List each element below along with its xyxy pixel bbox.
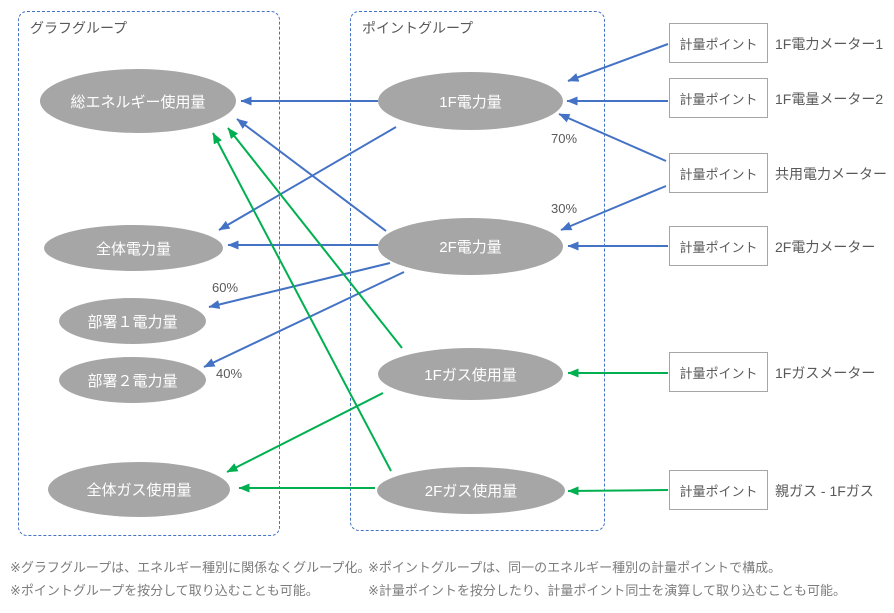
arrow-meter-1-to-f1-power bbox=[567, 43, 669, 82]
arrow-f2-power-to-total-energy bbox=[236, 118, 387, 232]
node-total-energy: 総エネルギー使用量 bbox=[40, 69, 236, 133]
node-dept2-power: 部署２電力量 bbox=[59, 357, 206, 403]
node-dept1-power: 部署１電力量 bbox=[59, 298, 206, 344]
note-point-group-2: ※計量ポイントを按分したり、計量ポイント同士を演算して取り込むことも可能。 bbox=[368, 583, 846, 598]
meter-point-box-3: 計量ポイント bbox=[669, 153, 768, 193]
meter-label-1: 1F電力メーター1 bbox=[775, 36, 884, 52]
meter-label-4: 2F電力メーター bbox=[775, 239, 876, 255]
node-1f-gas: 1Fガス使用量 bbox=[378, 348, 563, 400]
node-2f-power: 2F電力量 bbox=[378, 218, 563, 275]
note-graph-group-2: ※ポイントグループを按分して取り込むことも可能。 bbox=[10, 583, 319, 598]
node-2f-gas: 2Fガス使用量 bbox=[377, 467, 565, 514]
percent-70-label: 70% bbox=[551, 131, 578, 146]
meter-label-5: 1Fガスメーター bbox=[775, 365, 876, 381]
meter-point-box-4: 計量ポイント bbox=[669, 226, 768, 266]
note-graph-group-1: ※グラフグループは、エネルギー種別に関係なくグループ化。 bbox=[10, 560, 371, 575]
percent-40-label: 40% bbox=[216, 366, 243, 381]
meter-point-box-1: 計量ポイント bbox=[669, 23, 768, 63]
percent-60-label: 60% bbox=[212, 280, 239, 295]
meter-point-box-5: 計量ポイント bbox=[669, 352, 768, 392]
point-group: ポイントグループ bbox=[350, 11, 605, 531]
node-1f-power: 1F電力量 bbox=[378, 72, 563, 130]
arrow-f2-gas-to-total-energy bbox=[212, 132, 392, 472]
meter-label-3: 共用電力メーター bbox=[775, 166, 887, 182]
node-total-power: 全体電力量 bbox=[44, 225, 223, 271]
percent-30-label: 30% bbox=[551, 201, 578, 216]
meter-label-2: 1F電量メーター2 bbox=[775, 91, 884, 107]
point-group-title: ポイントグループ bbox=[362, 20, 474, 36]
arrow-f1-power-to-total-power bbox=[218, 126, 397, 231]
node-total-gas: 全体ガス使用量 bbox=[48, 462, 230, 517]
meter-label-6: 親ガス - 1Fガス bbox=[775, 483, 874, 499]
graph-group-title: グラフグループ bbox=[30, 20, 128, 36]
arrow-f1-gas-to-total-gas bbox=[226, 392, 384, 473]
arrow-f1-gas-to-total-energy bbox=[227, 127, 403, 349]
arrow-meter-3-to-f2-power bbox=[560, 185, 667, 231]
arrow-meter-3-to-f1-power bbox=[558, 113, 667, 162]
arrow-f2-power-to-dept1-power bbox=[208, 262, 391, 309]
arrow-meter-6-to-f2-gas bbox=[567, 486, 669, 496]
graph-group: グラフグループ bbox=[18, 11, 280, 536]
arrow-f2-power-to-dept2-power bbox=[203, 271, 405, 368]
note-point-group-1: ※ポイントグループは、同一のエネルギー種別の計量ポイントで構成。 bbox=[368, 560, 782, 575]
meter-point-box-6: 計量ポイント bbox=[669, 470, 768, 510]
meter-point-box-2: 計量ポイント bbox=[669, 78, 768, 118]
